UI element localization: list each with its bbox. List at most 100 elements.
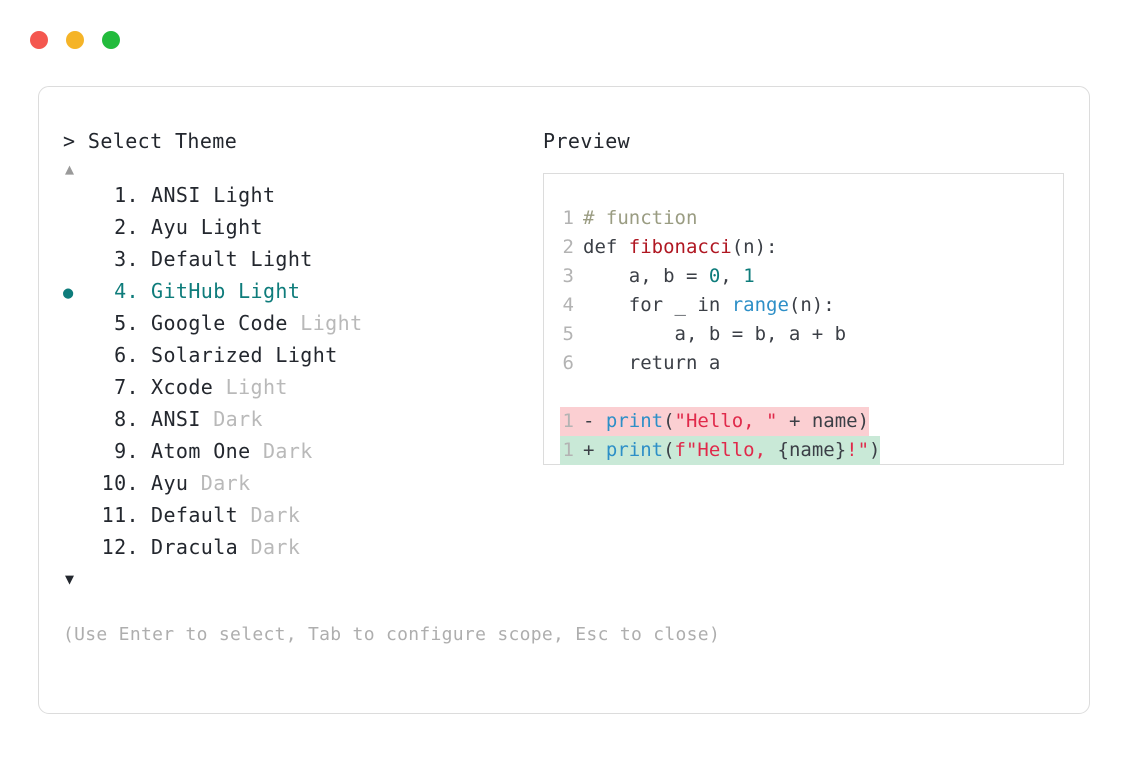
diff-line-add: 1 + print(f"Hello, {name}!") — [560, 436, 1063, 465]
code-token: + name) — [777, 410, 870, 432]
theme-item-label: GitHub — [151, 279, 226, 303]
code-token: # function — [583, 207, 698, 229]
theme-item-variant: Light — [213, 375, 288, 399]
maximize-dot[interactable] — [102, 31, 120, 49]
code-line: 6 return a — [560, 349, 1063, 378]
theme-item-index: 5. — [114, 311, 139, 335]
page-title: > Select Theme — [63, 129, 238, 153]
code-token: def — [583, 236, 629, 258]
theme-item-label: Ayu — [151, 471, 189, 495]
code-token: a, b = — [583, 265, 709, 287]
theme-list-item[interactable]: 12. Dracula Dark — [63, 535, 533, 567]
theme-item-index: 12. — [101, 535, 139, 559]
theme-list-item[interactable]: 6. Solarized Light — [63, 343, 533, 375]
code-token: print — [605, 439, 664, 461]
code-token: !" — [846, 439, 870, 461]
theme-item-variant: Light — [188, 215, 263, 239]
theme-selector-panel: > Select Theme ▲ 1. ANSI Light 2. Ayu Light… — [38, 86, 1090, 714]
diff-highlight: 1- print("Hello, " + name) — [560, 407, 870, 436]
code-token: range — [731, 294, 789, 316]
theme-item-index: 8. — [114, 407, 139, 431]
code-token: ( — [663, 439, 675, 461]
theme-item-variant: Dark — [238, 503, 301, 527]
theme-item-variant: Dark — [188, 471, 251, 495]
theme-item-label: Atom One — [151, 439, 251, 463]
code-blank-line — [560, 378, 1063, 407]
theme-item-index: 2. — [114, 215, 139, 239]
theme-item-variant: Light — [238, 247, 313, 271]
code-token: f"Hello, — [674, 439, 778, 461]
theme-item-index: 1. — [114, 183, 139, 207]
code-token: {name} — [777, 439, 847, 461]
theme-item-label: Solarized — [151, 343, 263, 367]
code-token: 0 — [708, 265, 721, 287]
theme-item-variant: Light — [262, 343, 338, 367]
theme-list-column: > Select Theme ▲ 1. ANSI Light 2. Ayu Light… — [63, 129, 533, 591]
theme-list-item[interactable]: ● 4. GitHub Light — [63, 279, 533, 311]
theme-item-variant: Light — [225, 279, 301, 303]
theme-list-item[interactable]: 11. Default Dark — [63, 503, 533, 535]
minimize-dot[interactable] — [66, 31, 84, 49]
code-line-number: 1 — [562, 207, 574, 229]
theme-list-item[interactable]: 9. Atom One Dark — [63, 439, 533, 471]
diff-line-del: 1- print("Hello, " + name) — [560, 407, 1063, 436]
code-token: ( — [663, 410, 675, 432]
code-token: for _ in — [583, 294, 732, 316]
code-token: (n): — [788, 294, 835, 316]
code-line-number: 1 — [562, 410, 574, 432]
theme-list-item[interactable]: 2. Ayu Light — [63, 215, 533, 247]
code-line-number: 1 — [562, 439, 574, 461]
theme-list-item[interactable]: 8.ANSI Dark — [63, 407, 533, 439]
keyboard-hint: (Use Enter to select, Tab to configure s… — [63, 624, 721, 645]
theme-item-index: 7. — [114, 375, 139, 399]
theme-item-label: Xcode — [151, 375, 214, 399]
code-token: a, b = b, a + b — [583, 323, 847, 345]
code-token: ) — [869, 439, 881, 461]
theme-list-item[interactable]: 10. Ayu Dark — [63, 471, 533, 503]
selected-bullet-icon: ● — [63, 283, 74, 303]
theme-list-item[interactable]: 3. Default Light — [63, 247, 533, 279]
theme-item-variant: Dark — [200, 407, 263, 431]
window-traffic-lights — [30, 31, 120, 49]
code-line: 1 # function — [560, 204, 1063, 233]
theme-item-index: 6. — [114, 343, 139, 367]
scroll-up-icon[interactable]: ▲ — [65, 160, 75, 178]
theme-item-label: ANSI — [151, 183, 201, 207]
theme-item-index: 9. — [114, 439, 139, 463]
theme-item-variant: Dark — [250, 439, 313, 463]
theme-list-item[interactable]: 1. ANSI Light — [63, 183, 533, 215]
theme-item-variant: Dark — [238, 535, 301, 559]
code-line-number: 4 — [562, 294, 574, 316]
theme-item-label: Google Code — [151, 311, 288, 335]
theme-item-label: Dracula — [151, 535, 239, 559]
code-line-number: 2 — [562, 236, 574, 258]
code-line: 5 a, b = b, a + b — [560, 320, 1063, 349]
code-line-number: 5 — [562, 323, 574, 345]
close-dot[interactable] — [30, 31, 48, 49]
theme-list[interactable]: 1. ANSI Light 2. Ayu Light 3. Default Light ● 4… — [63, 183, 533, 567]
theme-item-label: Default — [151, 247, 239, 271]
code-token: 1 — [743, 265, 755, 287]
code-token: - — [583, 410, 606, 432]
theme-list-item[interactable]: 5. Google Code Light — [63, 311, 533, 343]
theme-item-variant: Light — [200, 183, 276, 207]
code-token: (n): — [731, 236, 778, 258]
code-token: "Hello, " — [674, 410, 778, 432]
theme-item-index: 4. — [114, 279, 139, 303]
code-line-number: 6 — [562, 352, 574, 374]
diff-highlight: 1 + print(f"Hello, {name}!") — [560, 436, 881, 465]
theme-item-index: 11. — [101, 503, 139, 527]
theme-item-index: 3. — [114, 247, 139, 271]
code-token: fibonacci — [628, 236, 732, 258]
theme-item-index: 10. — [101, 471, 139, 495]
theme-item-variant: Light — [287, 311, 363, 335]
theme-item-label: Ayu — [151, 215, 189, 239]
code-token: + — [583, 439, 606, 461]
theme-list-item[interactable]: 7. Xcode Light — [63, 375, 533, 407]
code-token: return a — [583, 352, 721, 374]
theme-item-label: Default — [151, 503, 239, 527]
code-token: print — [605, 410, 664, 432]
scroll-down-icon[interactable]: ▼ — [65, 570, 75, 588]
